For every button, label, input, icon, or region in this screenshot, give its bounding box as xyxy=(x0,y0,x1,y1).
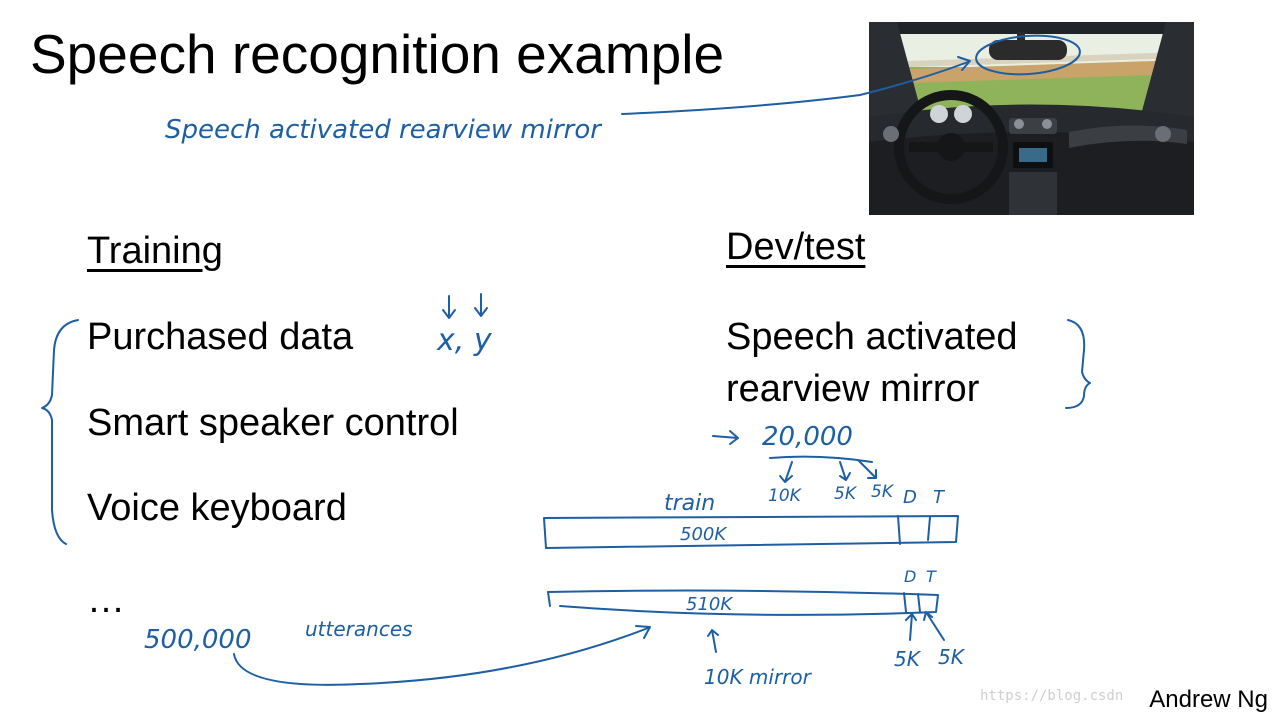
bar-2 xyxy=(547,589,939,616)
train-label: train xyxy=(664,491,715,516)
bar-2-test-5k-label: 5K xyxy=(938,645,966,669)
watermark: https://blog.csdn xyxy=(980,688,1124,704)
bar-2-label: 510K xyxy=(686,594,733,615)
mirror-note-text: Speech activated rearview mirror xyxy=(165,115,603,145)
bar-1 xyxy=(543,515,959,549)
utterances-arrow xyxy=(233,627,649,686)
bar-2-d-label: D xyxy=(904,567,916,586)
training-item-smart-speaker: Smart speaker control xyxy=(87,402,459,444)
split-5k-label-2: 5K xyxy=(871,482,895,502)
devtest-line-1: Speech activated xyxy=(726,316,1018,358)
devtest-brace xyxy=(1065,319,1091,409)
devtest-heading: Dev/test xyxy=(726,226,866,268)
utterances-word-label: utterances xyxy=(305,617,413,641)
training-heading: Training xyxy=(87,230,223,272)
mirror-10k-label: 10K mirror xyxy=(704,665,813,689)
car-interior-illustration xyxy=(869,22,1194,215)
training-brace xyxy=(41,319,79,545)
training-item-ellipsis: … xyxy=(87,579,125,621)
training-item-voice-keyboard: Voice keyboard xyxy=(87,487,347,529)
col-d-label: D xyxy=(903,487,917,508)
mirror-circle xyxy=(975,34,1081,76)
mirror-arrow xyxy=(621,61,969,115)
training-item-purchased-data: Purchased data xyxy=(87,316,354,358)
col-t-label: T xyxy=(933,487,946,508)
xy-label: x, y xyxy=(436,323,493,358)
devtest-line-2: rearview mirror xyxy=(726,368,980,410)
split-5k-label-1: 5K xyxy=(834,484,858,504)
bar-2-t-label: T xyxy=(926,567,937,586)
slide-title: Speech recognition example xyxy=(30,23,725,85)
dev-total-label: 20,000 xyxy=(762,422,853,452)
utterances-count-label: 500,000 xyxy=(144,625,252,655)
car-interior-photo xyxy=(869,22,1194,215)
split-10k-label: 10K xyxy=(768,486,803,506)
footer-author: Andrew Ng xyxy=(1149,686,1268,713)
bar-1-label: 500K xyxy=(680,524,727,545)
bar-2-dev-5k-label: 5K xyxy=(894,647,922,671)
